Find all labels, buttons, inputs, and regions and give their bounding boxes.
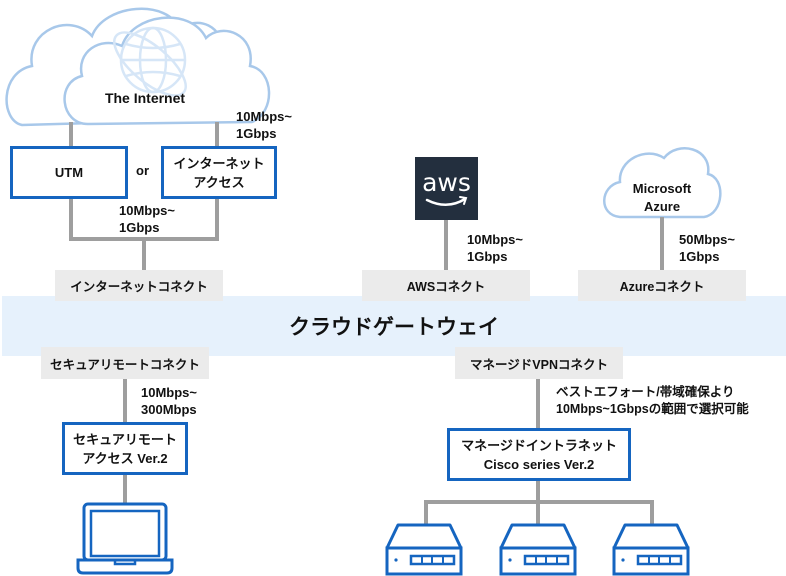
router-icon-3 bbox=[612, 523, 690, 576]
connector-line bbox=[123, 379, 127, 423]
internet-access-box[interactable]: インターネット アクセス bbox=[161, 146, 277, 199]
utm-box[interactable]: UTM bbox=[10, 146, 128, 199]
aws-connect-box[interactable]: AWSコネクト bbox=[362, 270, 530, 301]
cloud-gateway-band: クラウドゲートウェイ bbox=[2, 296, 786, 356]
internet-cloud-label: The Internet bbox=[104, 90, 186, 106]
secure-remote-connect-label: セキュアリモートコネクト bbox=[50, 357, 200, 372]
aws-smile-icon bbox=[425, 196, 468, 206]
azure-connect-label: Azureコネクト bbox=[619, 280, 705, 294]
secure-remote-access-label: セキュアリモート アクセス Ver.2 bbox=[73, 431, 177, 466]
connector-line bbox=[660, 217, 664, 271]
secure-remote-access-box[interactable]: セキュアリモート アクセス Ver.2 bbox=[62, 422, 188, 475]
connector-line bbox=[424, 500, 428, 526]
managed-vpn-speed: ベストエフォート/帯域確保より 10Mbps~1Gbpsの範囲で選択可能 bbox=[556, 385, 749, 416]
managed-vpn-connect-box[interactable]: マネージドVPNコネクト bbox=[455, 347, 623, 379]
router-icon-1 bbox=[385, 523, 463, 576]
secure-remote-speed: 10Mbps~ 300Mbps bbox=[141, 385, 197, 417]
internet-access-label: インターネット アクセス bbox=[173, 155, 265, 190]
aws-logo: aws bbox=[415, 157, 478, 220]
connector-line bbox=[142, 241, 146, 271]
internet-connect-box[interactable]: インターネットコネクト bbox=[55, 270, 223, 301]
connector-line bbox=[123, 475, 127, 503]
router-icon-2 bbox=[499, 523, 577, 576]
connector-line bbox=[69, 199, 73, 241]
connector-line bbox=[424, 500, 654, 504]
connector-line bbox=[444, 220, 448, 271]
connector-line bbox=[536, 379, 540, 429]
internet-downlink-speed: 10Mbps~ 1Gbps bbox=[119, 203, 175, 235]
managed-intranet-box[interactable]: マネージドイントラネット Cisco series Ver.2 bbox=[447, 428, 631, 481]
azure-connect-box[interactable]: Azureコネクト bbox=[578, 270, 746, 301]
connector-line bbox=[69, 122, 73, 147]
managed-intranet-label: マネージドイントラネット Cisco series Ver.2 bbox=[461, 437, 617, 472]
aws-logo-text: aws bbox=[422, 168, 471, 197]
internet-connect-label: インターネットコネクト bbox=[70, 280, 208, 294]
or-label: or bbox=[136, 163, 149, 178]
connector-line bbox=[69, 237, 219, 241]
globe-icon bbox=[113, 26, 187, 97]
cloud-gateway-label: クラウドゲートウェイ bbox=[289, 316, 499, 339]
internet-uplink-speed: 10Mbps~ 1Gbps bbox=[236, 109, 292, 141]
azure-label: Microsoft Azure bbox=[632, 181, 692, 214]
managed-vpn-connect-label: マネージドVPNコネクト bbox=[470, 357, 608, 372]
secure-remote-connect-box[interactable]: セキュアリモートコネクト bbox=[41, 347, 209, 379]
azure-speed: 50Mbps~ 1Gbps bbox=[679, 232, 735, 264]
utm-label: UTM bbox=[54, 165, 84, 180]
connector-line bbox=[215, 199, 219, 241]
connector-line bbox=[215, 122, 219, 147]
aws-connect-label: AWSコネクト bbox=[406, 280, 486, 294]
aws-speed: 10Mbps~ 1Gbps bbox=[467, 232, 523, 264]
connector-line bbox=[650, 500, 654, 526]
